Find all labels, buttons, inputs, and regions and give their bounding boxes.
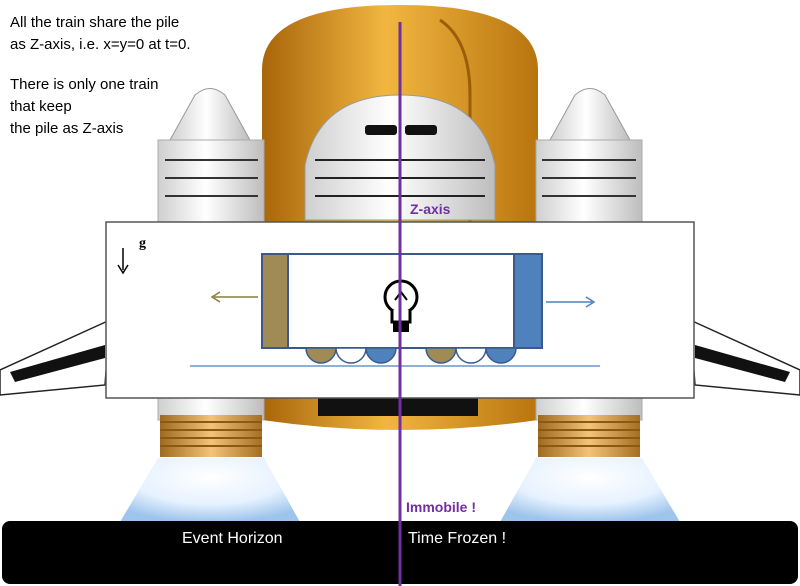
gravity-label: g	[139, 236, 146, 251]
z-axis-label: Z-axis	[410, 201, 451, 217]
gravity-arrow	[117, 248, 129, 275]
immobile-label: Immobile !	[406, 499, 477, 515]
train-wheels	[305, 347, 517, 364]
note-line-5: the pile as Z-axis	[10, 120, 124, 137]
left-velocity-arrow	[210, 291, 258, 303]
right-velocity-arrow	[546, 296, 596, 308]
note-line-2: as Z-axis, i.e. x=y=0 at t=0.	[10, 36, 191, 53]
event-horizon-label: Event Horizon	[182, 530, 283, 547]
note-line-3: There is only one train	[10, 76, 159, 93]
time-frozen-label: Time Frozen !	[408, 530, 507, 547]
note-line-1: All the train share the pile	[10, 14, 180, 31]
note-line-4: that keep	[10, 98, 72, 115]
orbiter-wings	[0, 318, 800, 396]
